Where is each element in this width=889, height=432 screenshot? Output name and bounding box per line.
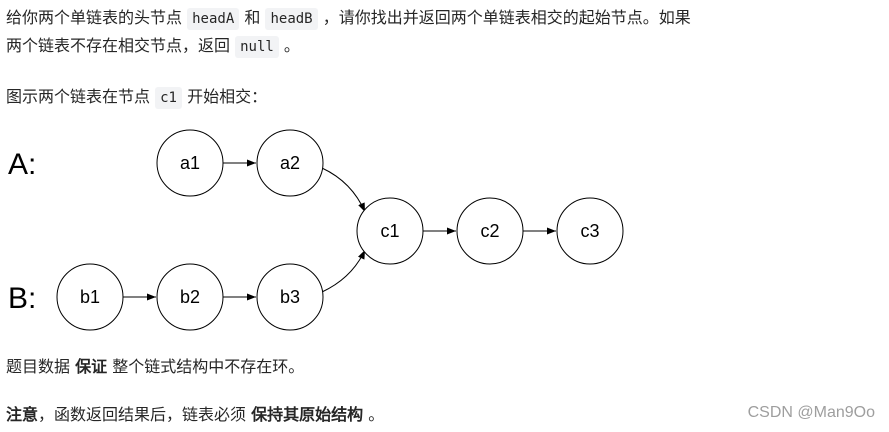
note-line: 注意，函数返回结果后，链表必须 保持其原始结构 。	[6, 400, 384, 430]
code-heada: headA	[187, 8, 240, 30]
node-label: b2	[180, 287, 200, 307]
node-label: c1	[380, 221, 399, 241]
note-text: 。	[368, 405, 385, 424]
node-b3: b3	[256, 263, 324, 331]
code-headb: headB	[265, 8, 318, 30]
intro-text: 和	[244, 8, 261, 27]
diagram-caption: 图示两个链表在节点 c1 开始相交：	[6, 82, 267, 113]
list-b-label: B:	[8, 282, 36, 315]
node-a2: a2	[256, 129, 324, 197]
node-label: b1	[80, 287, 100, 307]
csdn-watermark: CSDN @Man9Oo	[747, 404, 875, 421]
node-a1: a1	[156, 129, 224, 197]
intro-line-2: 两个链表不存在相交节点，返回 null 。	[6, 31, 300, 62]
edge-a2-c1	[321, 167, 366, 213]
code-c1: c1	[155, 87, 182, 109]
node-c2: c2	[456, 197, 524, 265]
note-text: ，函数返回结果后，链表必须	[38, 405, 247, 424]
node-c1: c1	[356, 197, 424, 265]
node-c3: c3	[556, 197, 624, 265]
intro-text: 。	[283, 36, 300, 55]
caption-text: 图示两个链表在节点	[6, 87, 151, 106]
guarantee-line: 题目数据 保证 整个链式结构中不存在环。	[6, 352, 304, 382]
guarantee-text: 整个链式结构中不存在环。	[112, 357, 305, 376]
intro-text: 给你两个单链表的头节点	[6, 8, 183, 27]
code-null: null	[235, 36, 279, 58]
node-label: a1	[180, 153, 200, 173]
node-label: c3	[580, 221, 599, 241]
note-bold-structure: 保持其原始结构	[251, 405, 364, 424]
list-a-label: A:	[8, 148, 36, 181]
node-label: b3	[280, 287, 300, 307]
node-b1: b1	[56, 263, 124, 331]
caption-text: 开始相交：	[187, 87, 268, 106]
intro-text: ，请你找出并返回两个单链表相交的起始节点。如果	[322, 8, 691, 27]
edge-b3-c1	[321, 249, 366, 293]
node-label: c2	[480, 221, 499, 241]
guarantee-text: 题目数据	[6, 357, 71, 376]
node-b2: b2	[156, 263, 224, 331]
node-label: a2	[280, 153, 300, 173]
guarantee-bold: 保证	[75, 357, 108, 376]
intro-line-1: 给你两个单链表的头节点 headA 和 headB ，请你找出并返回两个单链表相…	[6, 3, 691, 34]
intro-text: 两个链表不存在相交节点，返回	[6, 36, 231, 55]
note-bold-label: 注意	[6, 405, 39, 424]
